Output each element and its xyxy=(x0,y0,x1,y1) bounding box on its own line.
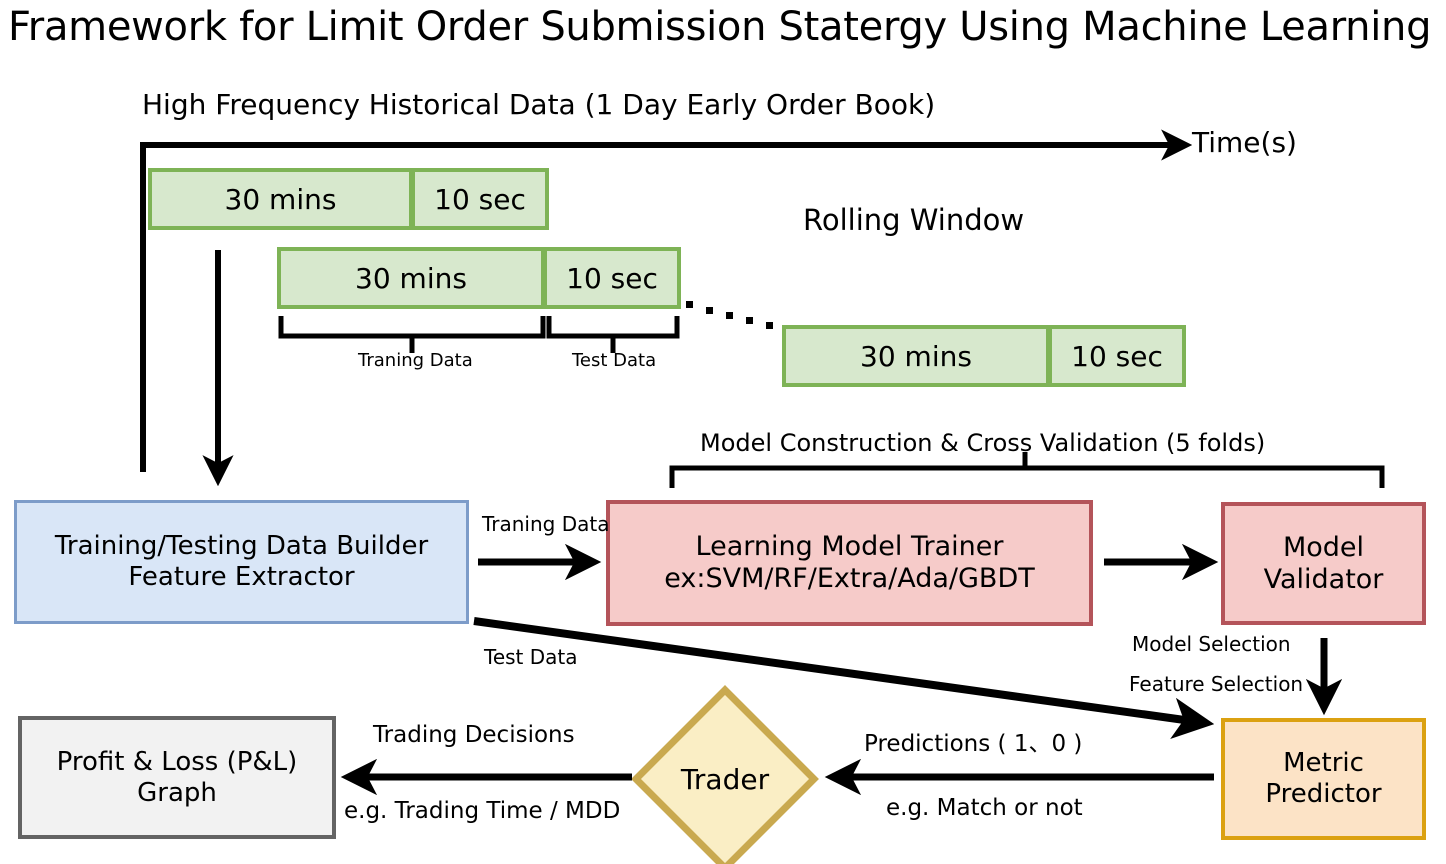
metric-predictor-box: Metric Predictor xyxy=(1221,718,1426,840)
test-data-bracket-label: Test Data xyxy=(572,350,657,371)
model-validator-line-1: Model xyxy=(1282,531,1365,563)
time-axis-label: Time(s) xyxy=(1192,126,1297,159)
page-title: Framework for Limit Order Submission Sta… xyxy=(8,4,1432,50)
window-3-train: 30 mins xyxy=(782,325,1050,387)
model-trainer-line-1: Learning Model Trainer xyxy=(695,531,1004,563)
edge-label-predictions-example: e.g. Match or not xyxy=(886,795,1083,821)
trader-label: Trader xyxy=(680,762,770,796)
ellipsis-dot xyxy=(746,317,753,324)
rolling-window-label: Rolling Window xyxy=(803,203,1025,237)
model-trainer-line-2: ex:SVM/RF/Extra/Ada/GBDT xyxy=(664,563,1035,594)
window-1-train: 30 mins xyxy=(148,168,413,230)
window-2-test: 10 sec xyxy=(544,247,681,309)
metric-predictor-line-2: Predictor xyxy=(1265,779,1382,809)
edge-label-training-data: Traning Data xyxy=(482,512,610,536)
training-data-bracket xyxy=(278,316,546,339)
window-1-test: 10 sec xyxy=(412,168,549,230)
pnl-line-2: Graph xyxy=(137,777,217,808)
test-data-bracket xyxy=(546,316,680,339)
cross-validation-bracket xyxy=(669,465,1385,488)
edge-label-test-data: Test Data xyxy=(484,645,578,669)
edge-label-trading-decisions: Trading Decisions xyxy=(373,722,575,748)
edge-label-predictions: Predictions ( 1、0 ) xyxy=(864,731,1083,757)
model-validator-box: Model Validator xyxy=(1221,502,1426,625)
timeline-axis-line xyxy=(140,142,1180,148)
window-2-train: 30 mins xyxy=(277,247,545,309)
window-3-test: 10 sec xyxy=(1049,325,1186,387)
data-builder-line-2: Feature Extractor xyxy=(128,562,355,592)
training-data-bracket-label: Traning Data xyxy=(358,350,473,371)
edge-label-trading-decisions-example: e.g. Trading Time / MDD xyxy=(344,798,621,824)
metric-predictor-line-1: Metric xyxy=(1283,748,1364,779)
test-data-diagonal-arrow xyxy=(473,617,1215,740)
ellipsis-dot xyxy=(726,312,733,319)
edge-label-model-selection: Model Selection xyxy=(1132,632,1291,656)
pnl-graph-box: Profit & Loss (P&L) Graph xyxy=(18,716,336,839)
model-validator-line-2: Validator xyxy=(1263,563,1384,595)
edge-label-feature-selection: Feature Selection xyxy=(1129,672,1304,696)
data-builder-box: Training/Testing Data Builder Feature Ex… xyxy=(14,500,469,624)
trader-node: Trader xyxy=(630,684,820,864)
data-builder-line-1: Training/Testing Data Builder xyxy=(54,531,429,562)
ellipsis-dot xyxy=(686,301,693,308)
data-source-label: High Frequency Historical Data (1 Day Ea… xyxy=(142,88,936,121)
model-trainer-box: Learning Model Trainer ex:SVM/RF/Extra/A… xyxy=(606,500,1093,626)
pnl-line-1: Profit & Loss (P&L) xyxy=(56,746,298,777)
timeline-left-stem xyxy=(140,142,146,472)
cross-validation-bracket-label: Model Construction & Cross Validation (5… xyxy=(700,429,1266,457)
ellipsis-dot xyxy=(766,322,773,329)
ellipsis-dot xyxy=(706,307,713,314)
diamond-shape-icon xyxy=(631,685,819,864)
